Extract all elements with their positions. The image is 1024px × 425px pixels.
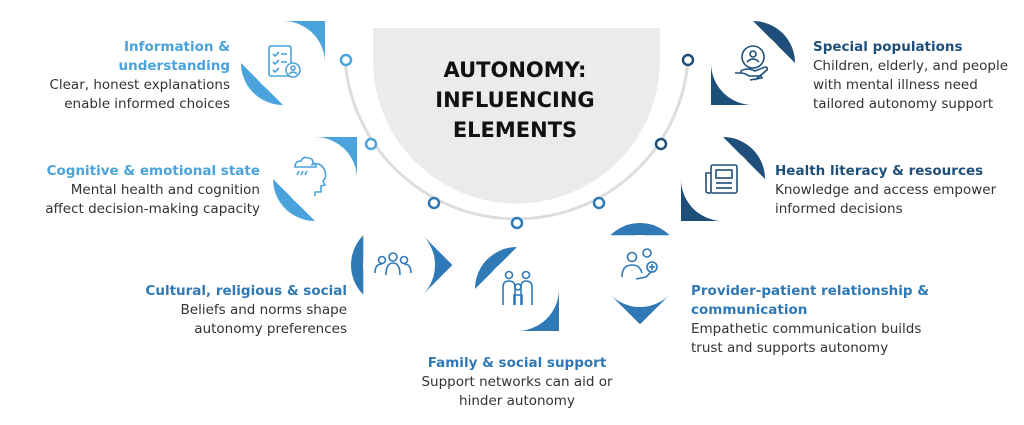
label-health-literacy: Health literacy & resources Knowledge an… [775,162,1010,219]
drop-family [475,247,559,331]
diagram-title: AUTONOMY: INFLUENCING ELEMENTS [400,55,630,145]
hand-person-icon [735,45,769,81]
label-special-populations: Special populations Children, elderly, a… [813,38,1018,114]
desc-cultural-2: autonomy preferences [194,321,347,337]
heading-cognitive: Cognitive & emotional state [46,163,260,179]
title-line-2: INFLUENCING [435,88,595,112]
drop-special-populations [711,21,795,105]
arc-dot-4 [510,216,524,230]
arc-dot-5 [592,196,606,210]
drop-cognitive [273,137,357,221]
title-line-3: ELEMENTS [452,118,578,142]
checklist-person-icon [268,45,301,78]
desc-cognitive-1: Mental health and cognition [70,182,260,198]
desc-special-1: Children, elderly, and people [813,58,1009,74]
heading-information: Information & understanding [118,39,230,74]
label-cognitive: Cognitive & emotional state Mental healt… [30,162,260,219]
drop-health-literacy [681,137,765,221]
head-rain-cloud-icon [294,156,327,196]
group-people-icon [374,252,412,276]
drop-provider [610,223,682,325]
family-icon [502,270,533,305]
heading-special-populations: Special populations [813,39,963,55]
arc-dots [339,53,695,230]
desc-family-2: hinder autonomy [459,393,575,409]
label-family: Family & social support Support networks… [402,354,632,411]
desc-cognitive-2: affect decision-making capacity [45,201,260,217]
center-dome [373,28,660,204]
desc-special-2: with mental illness need [813,77,978,93]
heading-provider: Provider-patient relationship & [691,283,930,299]
desc-information-1: Clear, honest explanations [49,77,230,93]
doctor-patient-icon [621,248,658,280]
desc-provider-1: Empathetic communication builds [691,321,922,337]
label-cultural: Cultural, religious & social Beliefs and… [115,282,347,339]
arc-dot-1 [339,53,353,67]
desc-provider-2: trust and supports autonomy [691,340,889,356]
arc-dot-7 [681,53,695,67]
heading-family: Family & social support [427,355,607,371]
arc-dot-2 [364,137,378,151]
heading-health-literacy: Health literacy & resources [775,163,984,179]
arc-dot-6 [654,137,668,151]
desc-health-literacy-2: informed decisions [775,201,903,217]
newspaper-icon [705,164,738,194]
desc-family-1: Support networks can aid or [421,374,613,390]
heading-cultural: Cultural, religious & social [145,283,347,299]
desc-cultural-1: Beliefs and norms shape [180,302,347,318]
label-information: Information & understanding Clear, hones… [20,38,230,114]
drop-information [241,21,325,105]
drop-cultural [351,223,453,295]
label-provider: Provider-patient relationship & communic… [691,282,961,358]
heading-provider-2: communication [691,302,808,318]
title-line-1: AUTONOMY: [443,58,587,82]
arc-dot-3 [427,196,441,210]
desc-information-2: enable informed choices [64,96,230,112]
desc-special-3: tailored autonomy support [813,96,994,112]
desc-health-literacy-1: Knowledge and access empower [775,182,997,198]
